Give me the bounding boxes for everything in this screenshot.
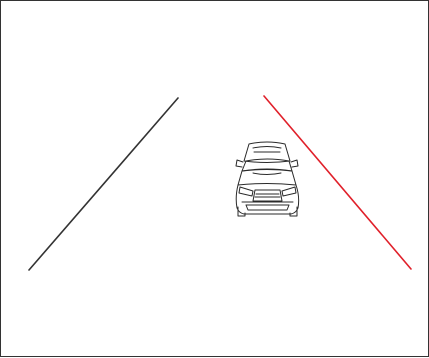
car-front-icon [236,142,299,216]
right-lane-line [264,96,411,269]
left-lane-line [29,98,178,270]
